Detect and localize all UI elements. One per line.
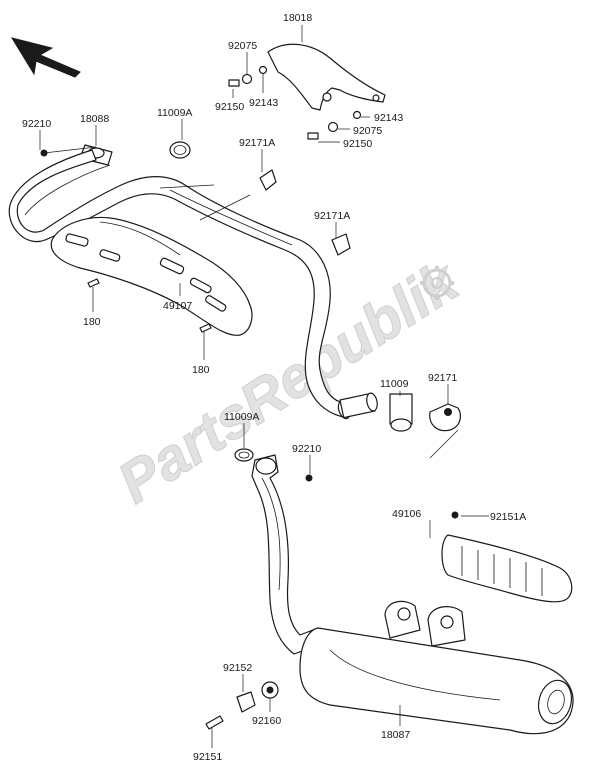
callout-92171: 92171 [428,372,457,384]
callout-92075-b: 92075 [353,125,382,137]
muffler [299,600,574,735]
gasket-11009A-b [234,448,254,462]
callout-92150-a: 92150 [215,101,244,113]
callout-18088: 18088 [80,113,109,125]
callout-92152: 92152 [223,662,252,674]
joint-parts [389,393,461,432]
watermark-gear-icon [420,266,454,300]
callout-92171A-a: 92171A [239,137,275,149]
front-direction-arrow-icon [10,37,81,78]
leader-lines [39,25,489,748]
callout-92210-b: 92210 [292,443,321,455]
callout-18087: 18087 [381,729,410,741]
callout-92151A: 92151A [490,511,526,523]
callout-180-a: 180 [83,316,101,328]
clamp-92171A-b [331,233,351,256]
muffler-bracket [267,43,386,111]
callout-11009A-a: 11009A [157,107,192,119]
exhaust-pipe-rear [234,448,319,655]
bolt-92150-a [228,79,240,87]
callout-18018: 18018 [283,12,312,24]
callout-92150-b: 92150 [343,138,372,150]
callout-92160: 92160 [252,715,281,727]
gasket-11009A-a [169,141,191,159]
heat-shield-front [50,216,253,336]
heat-shield-rear [441,511,573,603]
callout-92143-a: 92143 [249,97,278,109]
clamp-92171A-a [259,169,277,191]
exhaust-pipe-front [8,144,378,420]
callout-180-b: 180 [192,364,210,376]
callout-92210-a: 92210 [22,118,51,130]
washer-92143-a [258,65,268,75]
screw-180-a [87,278,100,288]
callout-49107: 49107 [163,300,192,312]
bolt-92151 [205,715,224,730]
callout-49106: 49106 [392,508,421,520]
clamp-92171 [429,403,461,432]
screw-180-b [199,323,212,333]
callout-11009: 11009 [380,378,409,390]
nut-92075-a [241,73,253,85]
bolt-92150-b [307,132,319,140]
callout-labels: 18018 92075 92143 92150 92143 92075 9215… [22,12,526,763]
callout-92171A-b: 92171A [314,210,350,222]
washer-92143-b [352,110,362,120]
callout-92075-a: 92075 [228,40,257,52]
collar-92152 [236,691,256,713]
callout-11009A-b: 11009A [224,411,259,423]
nut-92210-b [305,474,313,482]
callout-92151: 92151 [193,751,222,763]
screw-92151A [451,511,459,519]
nut-92075-b [327,121,339,133]
fasteners-upper [40,65,362,333]
callout-92143-b: 92143 [374,112,403,124]
